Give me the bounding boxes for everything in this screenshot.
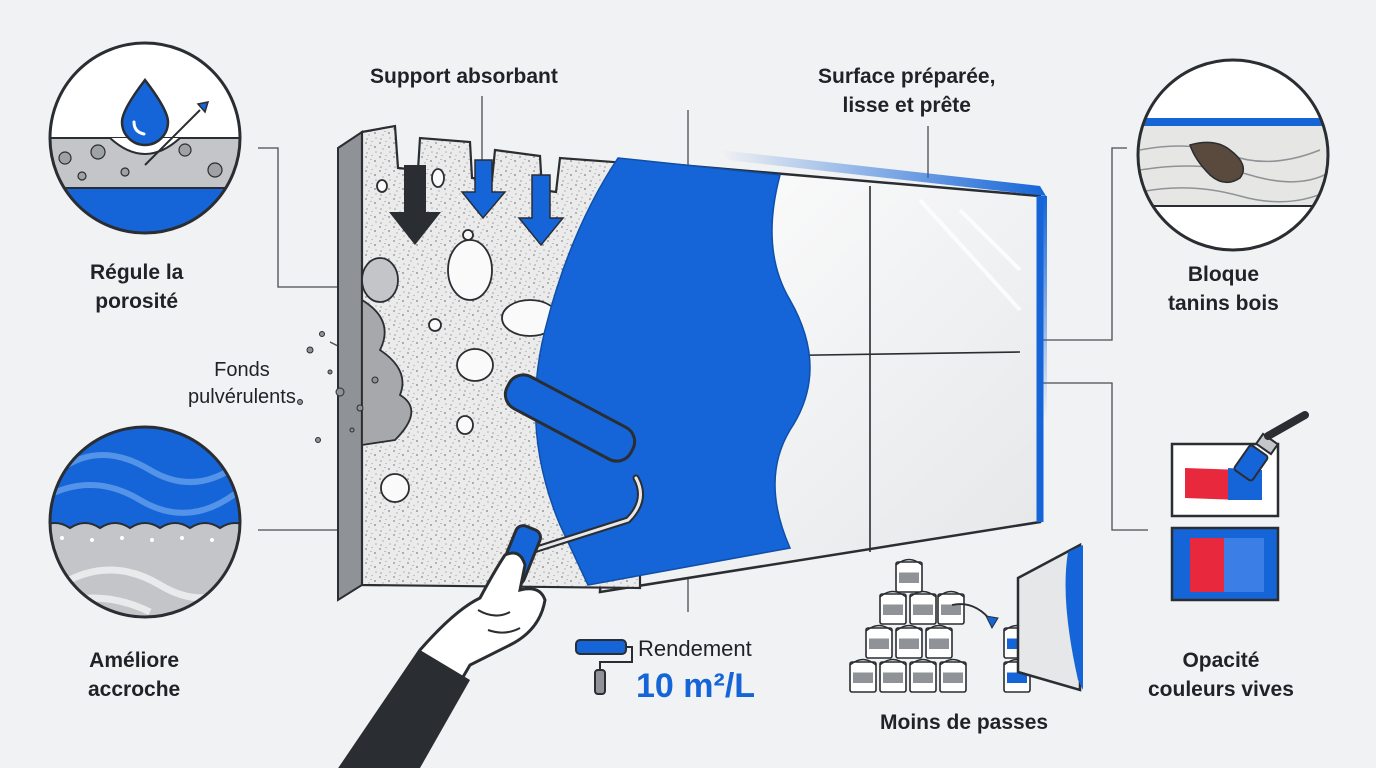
paint-can-icon [925,624,953,659]
dust-particles [297,331,379,443]
label-surface-preparee: Surface préparée,lisse et prête [818,65,996,117]
label-moins-de-passes: Moins de passes [880,711,1049,734]
opacity-swatches [1170,411,1309,602]
paint-can-icon [879,658,907,693]
paint-can-icon [865,624,893,659]
paint-can-icon [879,590,907,625]
label-rendement: Rendement [638,636,752,661]
absorption-arrows [389,159,565,247]
paint-can-icon [849,658,877,693]
paint-can-icon [909,590,937,625]
water-drop-icon [120,77,170,147]
paint-can-icon [895,624,923,659]
fewer-coats-panel [951,542,1083,692]
hand-illustration [338,551,547,768]
rendement-value: 10 m²/L [636,667,756,705]
porosity-circle [48,41,242,235]
paint-can-icon [937,590,965,625]
wood-tannin-circle [1136,58,1330,252]
paint-roller-icon [575,639,633,695]
paint-can-icon [895,558,923,593]
paint-can-icon [939,658,967,693]
paint-brush-icon [1233,411,1309,482]
paint-can-icon [909,658,937,693]
adhesion-circle [48,425,242,619]
concrete-wall [297,124,811,602]
label-support-absorbant: Support absorbant [370,65,558,88]
paint-can-stack [849,558,1031,693]
paint-roller-icon [497,373,644,586]
